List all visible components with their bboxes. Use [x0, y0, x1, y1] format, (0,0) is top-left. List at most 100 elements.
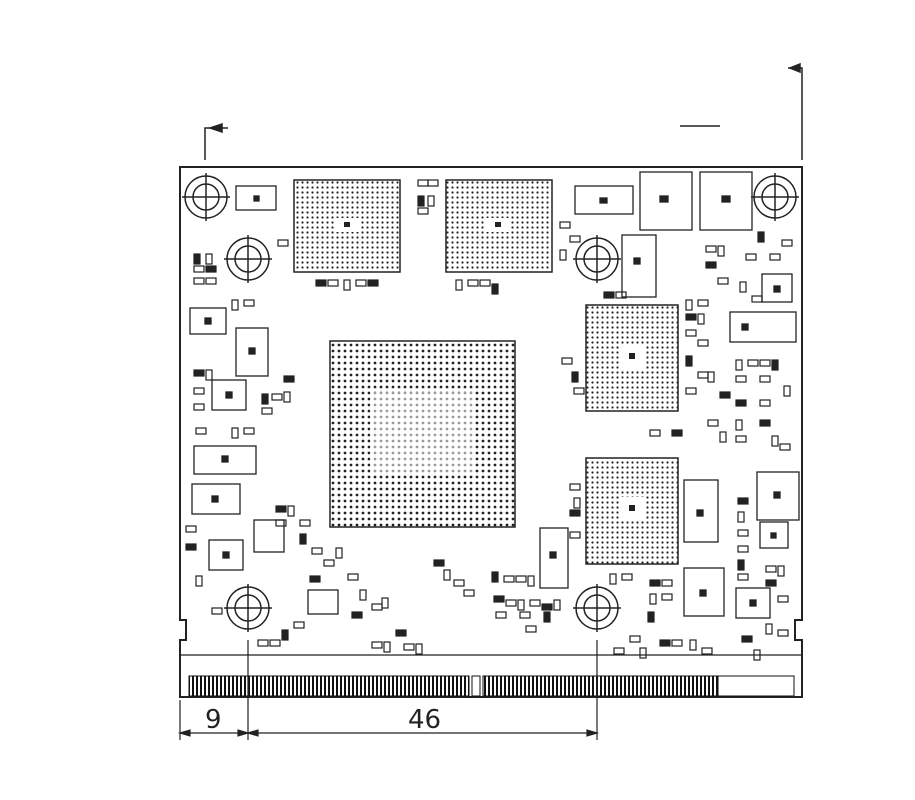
smd-component: [517, 599, 525, 611]
smd-component: [479, 279, 491, 287]
smd-component: [771, 359, 779, 371]
smd-component: [779, 443, 791, 451]
smd-component: [323, 559, 335, 567]
smd-component: [671, 429, 683, 437]
smd-component: [299, 519, 311, 527]
smd-component: [759, 359, 771, 367]
smd-component: [193, 369, 205, 377]
smd-component: [573, 387, 585, 395]
smd-component: [525, 625, 537, 633]
smd-component: [351, 611, 363, 619]
smd-component: [347, 573, 359, 581]
smd-component: [757, 231, 765, 243]
smd-component: [745, 253, 757, 261]
smd-component: [205, 265, 217, 273]
smd-component: [491, 571, 499, 583]
smd-component: [705, 245, 717, 253]
smd-component: [765, 565, 777, 573]
smd-component: [355, 279, 367, 287]
smd-component: [195, 427, 207, 435]
smd-component: [467, 279, 479, 287]
smd-component: [717, 277, 729, 285]
smd-component: [269, 639, 281, 647]
board-outline: [179, 166, 803, 698]
smd-component: [671, 639, 683, 647]
smd-component: [261, 407, 273, 415]
smd-component: [739, 281, 747, 293]
smd-component: [543, 611, 551, 623]
smd-component: [629, 635, 641, 643]
smd-component: [569, 531, 581, 539]
smd-component: [737, 573, 749, 581]
smd-component: [697, 339, 709, 347]
smd-component: [463, 589, 475, 597]
smd-component: [571, 371, 579, 383]
smd-component: [343, 279, 351, 291]
mounting-holes: [182, 173, 799, 632]
smd-component: [697, 371, 709, 379]
smd-component: [737, 545, 749, 553]
small-ics: [189, 171, 800, 619]
smd-component: [735, 375, 747, 383]
smd-component: [685, 387, 697, 395]
smd-component: [769, 253, 781, 261]
smd-component: [367, 279, 379, 287]
smd-component: [751, 295, 763, 303]
smd-component: [735, 435, 747, 443]
smd-component: [195, 575, 203, 587]
smd-component: [417, 195, 425, 207]
smd-component: [783, 385, 791, 397]
smd-component: [243, 427, 255, 435]
smd-component: [753, 649, 761, 661]
smd-component: [415, 643, 423, 655]
smd-component: [701, 647, 713, 655]
smd-component: [205, 369, 213, 381]
smd-component: [735, 359, 743, 371]
smd-component: [559, 221, 571, 229]
smd-component: [741, 635, 753, 643]
smd-component: [185, 525, 197, 533]
smd-component: [685, 329, 697, 337]
smd-component: [777, 595, 789, 603]
smd-component: [503, 575, 515, 583]
smd-component: [243, 299, 255, 307]
smd-component: [527, 575, 535, 587]
smd-component: [433, 559, 445, 567]
smd-component: [561, 357, 573, 365]
smd-component: [573, 497, 581, 509]
smd-component: [689, 639, 697, 651]
smd-component: [417, 179, 429, 187]
smd-component: [417, 207, 429, 215]
mounting-hole: [224, 235, 272, 283]
smd-component: [277, 239, 289, 247]
smd-component: [759, 419, 771, 427]
smd-component: [615, 291, 627, 299]
smd-component: [257, 639, 269, 647]
smd-component: [311, 547, 323, 555]
smd-component: [193, 387, 205, 395]
smd-component: [491, 283, 499, 295]
smd-component: [759, 399, 771, 407]
smd-component: [661, 593, 673, 601]
smd-component: [283, 391, 291, 403]
smd-component: [231, 299, 239, 311]
smd-component: [193, 265, 205, 273]
smd-component: [737, 497, 749, 505]
bga-memory-top-right: [445, 179, 553, 273]
smd-component: [649, 593, 657, 605]
smd-component: [569, 509, 581, 517]
smd-component: [737, 529, 749, 537]
smd-component: [231, 427, 239, 439]
reference-marks: [204, 62, 803, 160]
smd-component: [443, 569, 451, 581]
smd-component: [777, 565, 785, 577]
smd-component: [427, 179, 439, 187]
mounting-hole: [573, 584, 621, 632]
smd-component: [327, 279, 339, 287]
edge-connector-right: [482, 675, 719, 697]
smd-component: [541, 603, 553, 611]
smd-component: [685, 355, 693, 367]
mounting-hole: [751, 173, 799, 221]
smd-component: [205, 277, 217, 285]
